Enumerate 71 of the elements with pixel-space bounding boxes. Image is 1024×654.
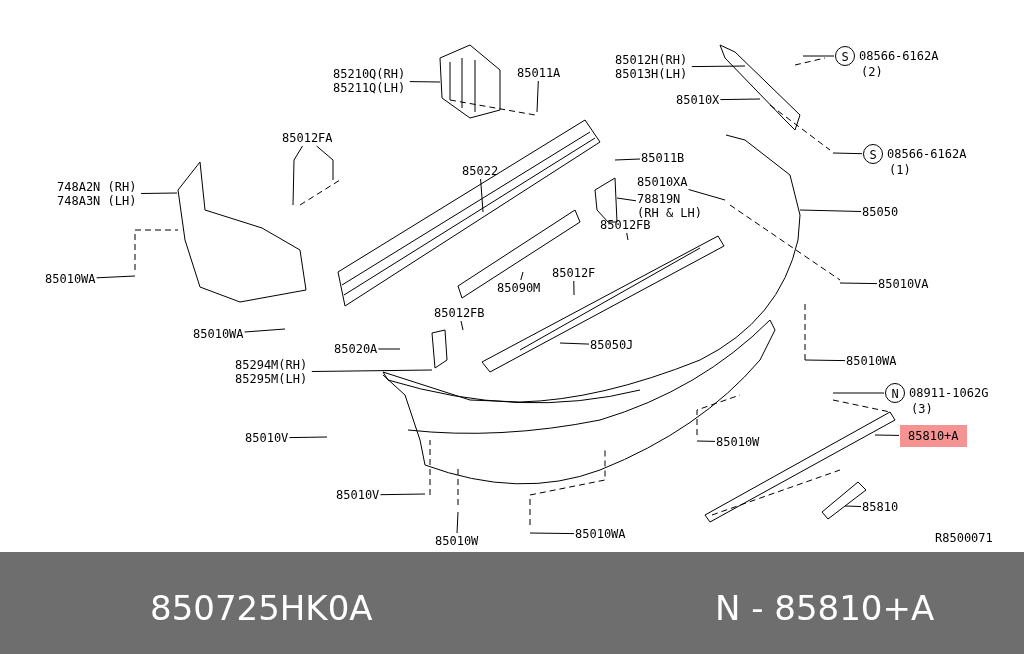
- part-number: 08911-1062G: [909, 386, 989, 400]
- part-number: 85011A: [517, 66, 561, 80]
- part-number: 08566-6162A: [887, 147, 967, 161]
- leader-line: [288, 436, 328, 439]
- leader-line: [377, 348, 401, 350]
- leader-line: [292, 145, 303, 206]
- highlighted-part-number: 85810+A: [900, 425, 967, 447]
- part-number: 85020A: [334, 342, 378, 356]
- leader-line: [409, 81, 441, 83]
- leader-line: [456, 511, 459, 534]
- part-number: 85050J: [590, 338, 634, 352]
- leader-line: [244, 328, 286, 333]
- leader-line: [696, 440, 716, 442]
- part-number: 85011B: [641, 151, 685, 165]
- part-number: 85010XA: [637, 175, 688, 189]
- leader-line: [379, 493, 426, 496]
- leader-line: [839, 282, 878, 285]
- leader-line: [626, 232, 629, 241]
- leader-line: [719, 98, 761, 101]
- part-number: 85010WA: [846, 354, 897, 368]
- leader-line: [140, 192, 178, 194]
- banner-text: N - 85810+A: [715, 588, 935, 628]
- leader-line: [536, 80, 539, 113]
- leader-line: [520, 271, 524, 281]
- part-number: (2): [861, 65, 883, 79]
- part-number: 85010WA: [575, 527, 626, 541]
- leader-line: [844, 505, 862, 507]
- leader-line: [559, 342, 590, 345]
- part-number: 78819N (RH & LH): [637, 192, 706, 220]
- leader-line: [311, 369, 433, 372]
- leader-line: [874, 434, 900, 436]
- leader-line: [616, 197, 637, 202]
- leader-line: [802, 55, 835, 57]
- part-number: 85012H(RH) 85013H(LH): [615, 53, 691, 81]
- part-number: 85012F: [552, 266, 596, 280]
- banner-text: 850725HK0A: [150, 588, 373, 628]
- part-number: 85010W: [716, 435, 760, 449]
- leader-line: [804, 359, 846, 362]
- part-number: 85010WA: [193, 327, 244, 341]
- part-number: 85012FA: [282, 131, 333, 145]
- part-number: (3): [911, 402, 933, 416]
- part-number: 08566-6162A: [859, 49, 939, 63]
- leader-line: [316, 145, 334, 181]
- part-number: 85010VA: [878, 277, 929, 291]
- part-number: 85012FB: [600, 218, 651, 232]
- leader-line: [460, 320, 464, 331]
- part-number: 85022: [462, 164, 499, 178]
- leader-line: [799, 209, 862, 212]
- part-number: 85010W: [435, 534, 479, 548]
- part-number: 85010WA: [45, 272, 96, 286]
- leader-line: [96, 275, 136, 279]
- part-number: (1): [889, 163, 911, 177]
- part-number: 85810: [862, 500, 899, 514]
- part-number: 85010V: [245, 431, 289, 445]
- part-number: 85050: [862, 205, 899, 219]
- leader-line: [691, 65, 746, 68]
- leader-line: [529, 532, 575, 535]
- part-number: 85294M(RH) 85295M(LH): [235, 358, 311, 386]
- leader-line: [688, 189, 726, 201]
- leader-line: [832, 152, 863, 155]
- drawing-number: R8500071: [935, 531, 993, 545]
- part-number: 748A2N (RH) 748A3N (LH): [57, 180, 141, 208]
- part-number: 85012FB: [434, 306, 485, 320]
- leader-line: [614, 158, 641, 161]
- part-number: 85010V: [336, 488, 380, 502]
- part-number: 85010X: [676, 93, 720, 107]
- leader-line: [573, 280, 575, 296]
- leader-line: [480, 178, 484, 213]
- leader-line: [832, 392, 885, 394]
- part-number: 85090M: [497, 281, 541, 295]
- part-number: 85210Q(RH) 85211Q(LH): [333, 67, 409, 95]
